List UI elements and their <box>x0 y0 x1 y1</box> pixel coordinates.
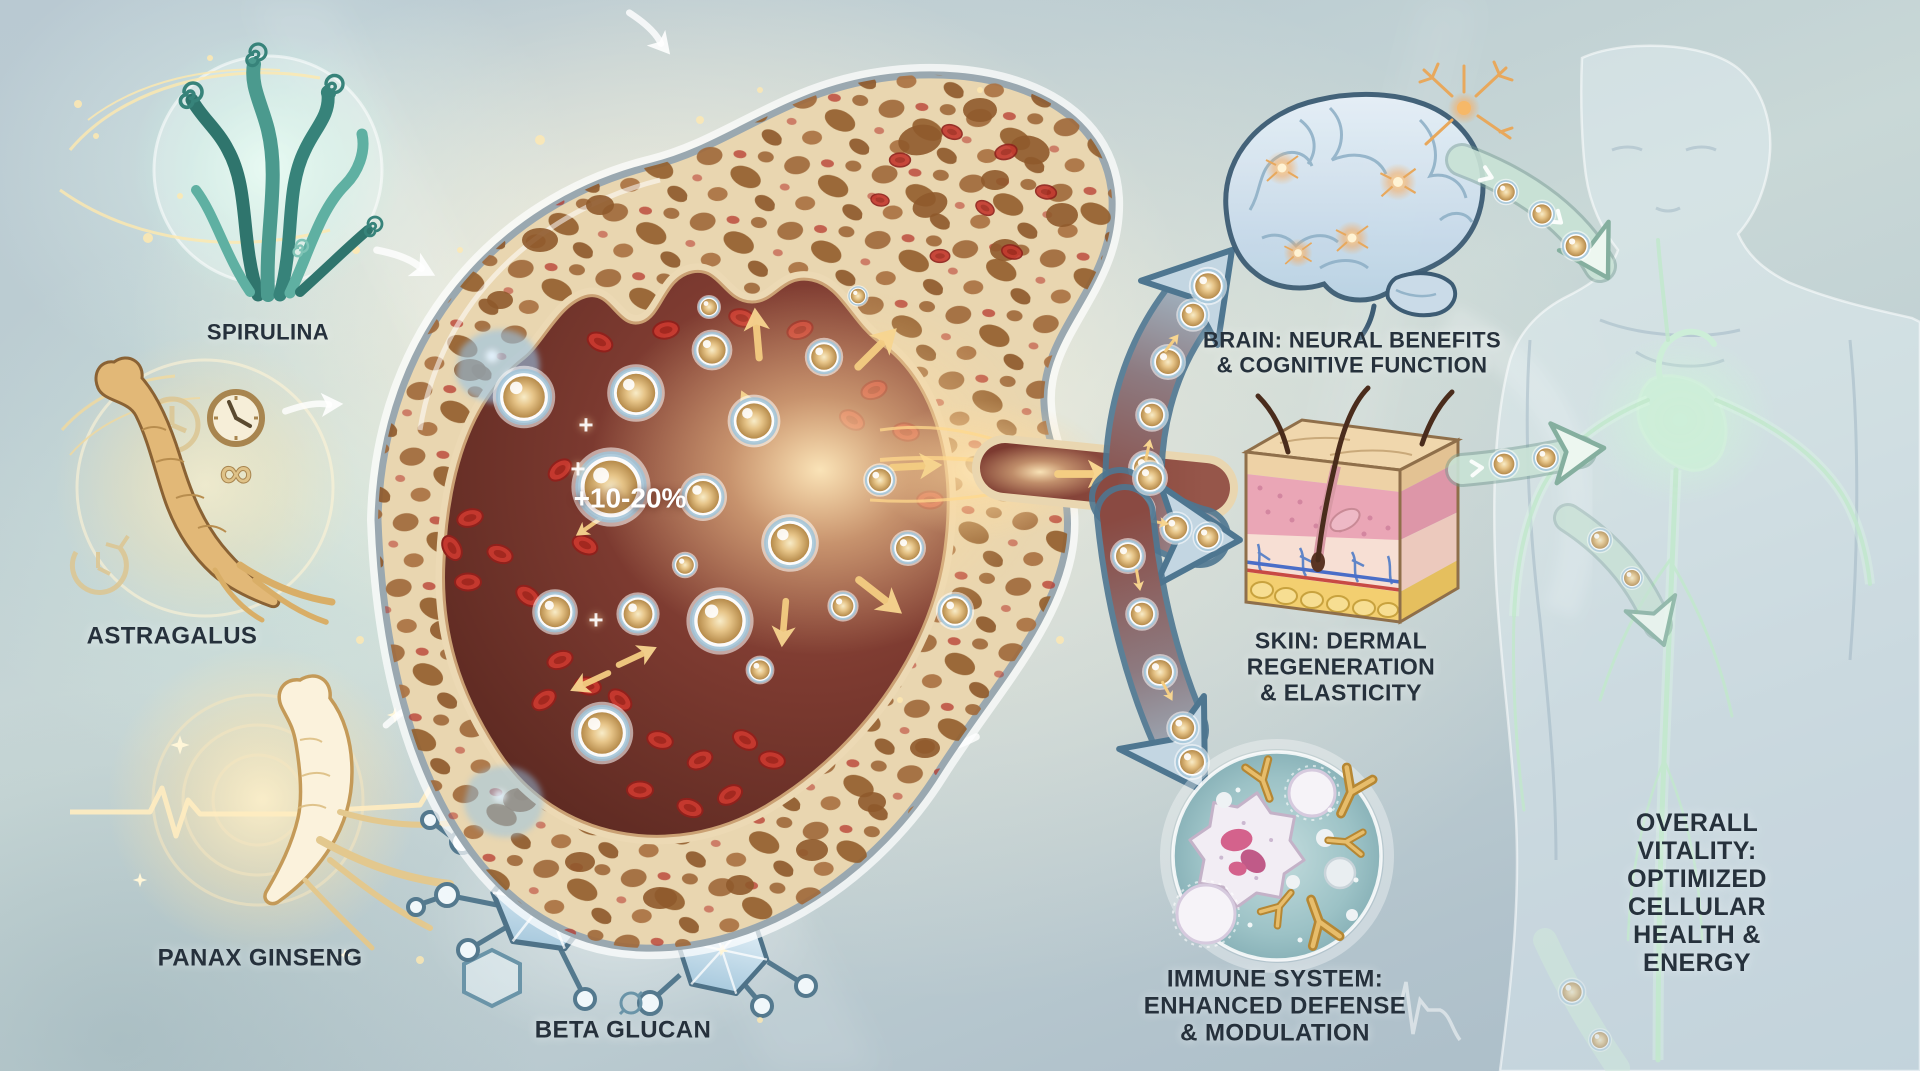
astragalus-label: ASTRAGALUS <box>86 622 258 650</box>
skin-illustration <box>1241 385 1463 625</box>
beta-glucan-label: BETA GLUCAN <box>534 1016 712 1044</box>
sebaceous-gland <box>1329 507 1361 533</box>
panax-ginseng-label: PANAX GINSENG <box>157 944 363 972</box>
floating-gold-dots <box>356 87 1064 1023</box>
branch-arrow-immune <box>1094 484 1247 818</box>
flow-ribbon-lower <box>1553 503 1691 656</box>
neuron-icon <box>1418 60 1514 146</box>
plus-mark: + <box>588 604 604 635</box>
flow-ribbon-brain-to-body <box>1445 143 1633 292</box>
bone-marrow-illustration <box>366 63 1124 960</box>
spirulina-label: SPIRULINA <box>206 319 330 345</box>
small-hexagon <box>462 947 522 1009</box>
body-illustration <box>1445 44 1920 1071</box>
immune-illustration <box>1160 739 1462 1042</box>
ecg-pulse-icon <box>1392 981 1462 1042</box>
skin-benefit-label: SKIN: DERMAL REGENERATION & ELASTICITY <box>1246 627 1436 705</box>
flow-ribbon-bottom <box>1533 928 1630 1071</box>
brain-illustration <box>1223 60 1514 341</box>
fat-lobules <box>1250 581 1399 618</box>
neutrophil-cell <box>1188 791 1306 909</box>
vitality-benefit-label: OVERALL VITALITY: OPTIMIZED CELLULAR HEA… <box>1627 809 1767 977</box>
plus-mark: + <box>570 453 586 484</box>
flow-ribbon-skin-to-body <box>1445 418 1607 487</box>
arrow-top-center <box>623 2 679 62</box>
spirulina-illustration <box>59 33 403 303</box>
brain-benefit-label: BRAIN: NEURAL BENEFITS & COGNITIVE FUNCT… <box>1202 327 1502 377</box>
algae-strands <box>185 57 373 302</box>
vascular-tree <box>1512 238 1872 1063</box>
plus-mark: + <box>578 409 594 440</box>
brain-gyri <box>1248 106 1474 298</box>
cerebellum <box>1385 271 1458 318</box>
stem-cell-boost-value: +10-20% <box>573 482 687 514</box>
infinity-icon: ∞ <box>220 446 253 498</box>
cycle-icon <box>618 990 644 1016</box>
skin-right-face <box>1398 437 1460 625</box>
hairs <box>1255 385 1455 563</box>
clock-icon <box>207 389 265 447</box>
immune-dots <box>1235 787 1359 943</box>
gold-sparkle-dots <box>74 55 360 254</box>
clock-refresh-icon <box>69 534 130 595</box>
heart <box>1636 374 1728 472</box>
astragalus-illustration: ∞ <box>55 335 355 635</box>
vessel-and-branches <box>970 218 1270 819</box>
astragalus-root <box>94 356 336 625</box>
lymphocyte-cells <box>1172 765 1358 948</box>
marrow-center-glow <box>590 285 1050 655</box>
immune-benefit-label: IMMUNE SYSTEM: ENHANCED DEFENSE & MODULA… <box>1143 965 1407 1047</box>
